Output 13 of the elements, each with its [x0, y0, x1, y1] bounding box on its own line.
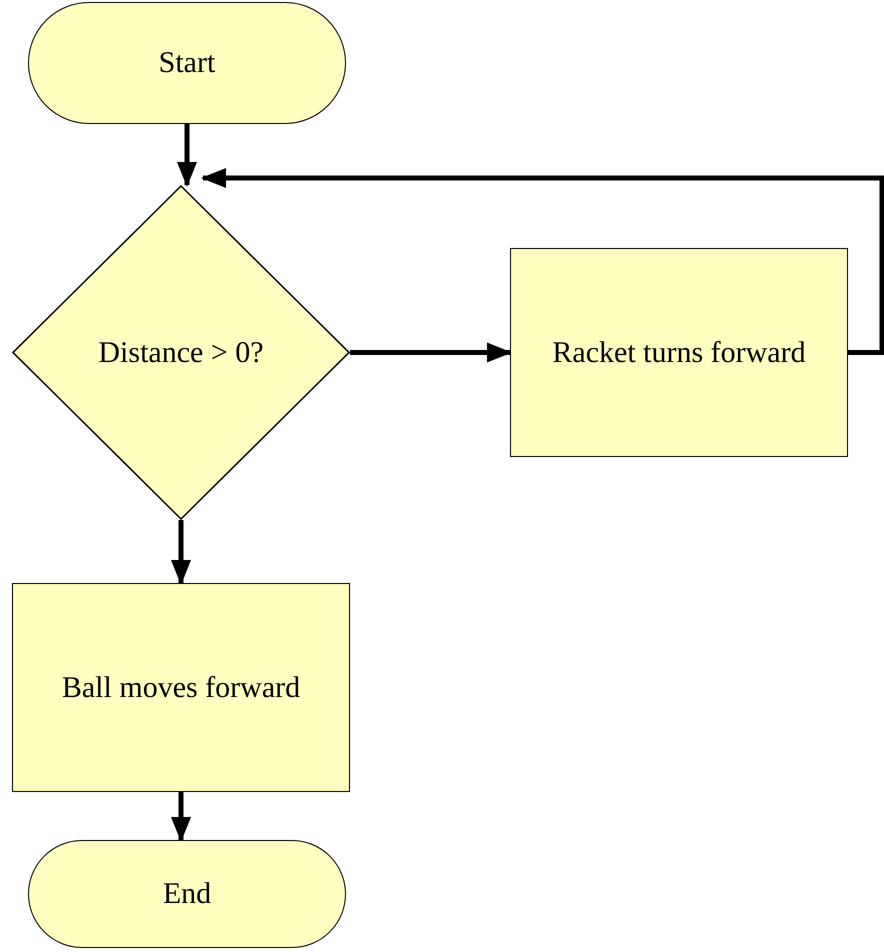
node-label: Ball moves forward — [62, 670, 300, 706]
arrow — [201, 168, 884, 355]
arrow — [171, 792, 191, 842]
process-box — [510, 248, 848, 457]
arrow — [177, 124, 197, 187]
node-label: Start — [158, 45, 216, 82]
process-box — [12, 583, 350, 792]
node-label: Racket turns forward — [552, 334, 806, 371]
node-label: Distance > 0? — [98, 334, 264, 371]
arrow — [171, 520, 191, 585]
decision-diamond — [12, 185, 350, 520]
node-label: End — [162, 876, 212, 912]
arrow — [350, 342, 512, 362]
